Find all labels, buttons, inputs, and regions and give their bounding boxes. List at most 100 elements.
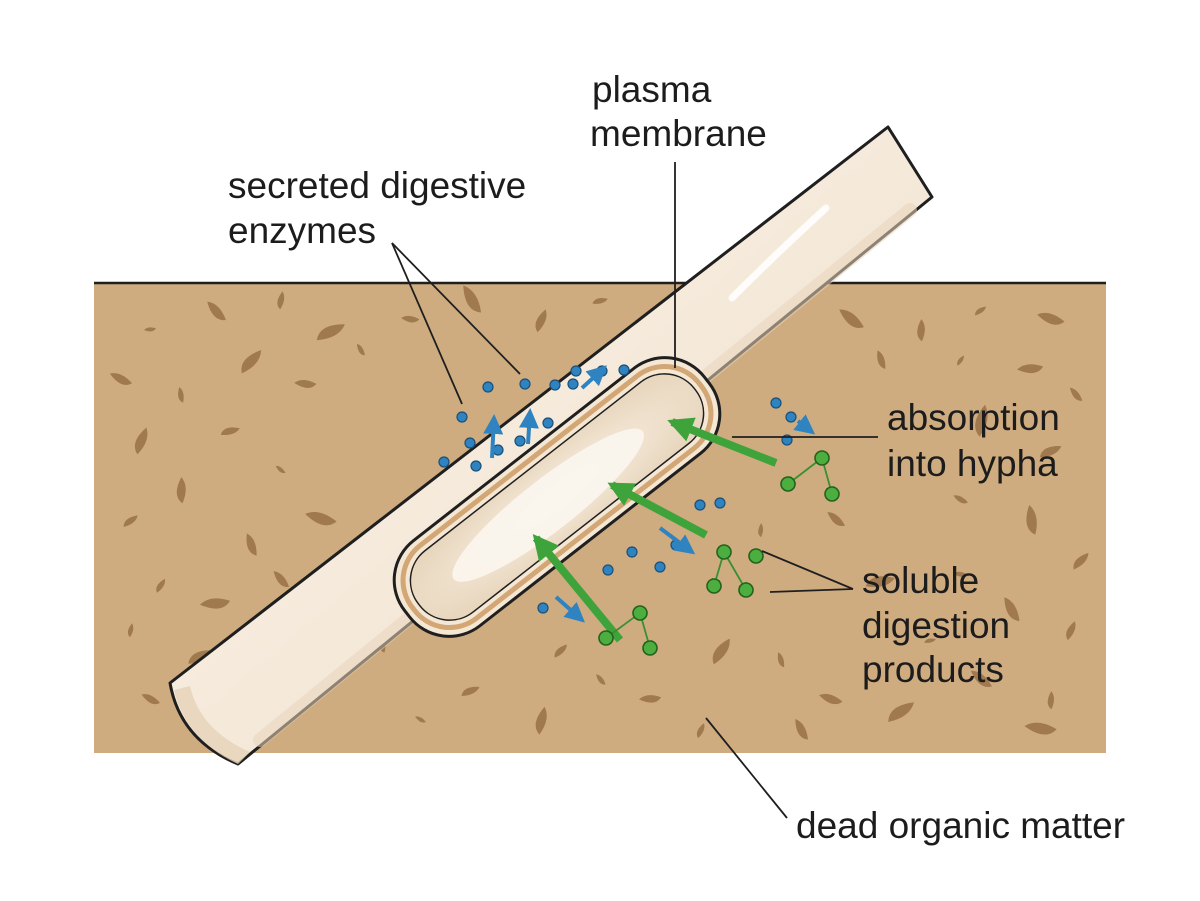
substrate-fleck bbox=[356, 343, 365, 356]
substrate-fleck bbox=[639, 695, 662, 703]
product-molecule bbox=[598, 605, 658, 656]
leader-enzymes-1 bbox=[391, 242, 463, 405]
substrate-fleck bbox=[1024, 722, 1057, 735]
substrate-fleck bbox=[1073, 552, 1089, 570]
enzyme-dot bbox=[482, 381, 494, 393]
substrate-fleck bbox=[241, 349, 262, 374]
labels: plasma membrane secreted digestive enzym… bbox=[228, 69, 1125, 846]
substrate-fleck bbox=[957, 355, 964, 366]
substrate-fleck bbox=[109, 373, 133, 385]
substrate-fleck bbox=[176, 477, 186, 504]
substrate-fleck bbox=[463, 285, 482, 313]
substrate-fleck bbox=[178, 387, 184, 403]
substrate-fleck bbox=[305, 512, 337, 526]
secretion-arrow bbox=[658, 526, 696, 555]
enzyme-dot bbox=[456, 411, 468, 423]
substrate-fleck bbox=[134, 427, 148, 455]
substrate-fleck bbox=[207, 301, 226, 321]
substrate-fleck bbox=[1037, 312, 1065, 325]
secretion-arrow bbox=[519, 408, 539, 445]
enzyme-dot bbox=[626, 546, 638, 558]
enzyme-dot bbox=[618, 364, 630, 376]
substrate-fleck bbox=[712, 638, 730, 665]
enzyme-dot bbox=[770, 397, 782, 409]
substrate-flecks bbox=[109, 285, 1089, 740]
label-enzymes-line1: secreted digestive bbox=[228, 165, 526, 206]
substrate-fleck bbox=[827, 512, 846, 527]
absorption-arrows bbox=[532, 417, 778, 643]
substrate-fleck bbox=[1017, 364, 1044, 374]
label-products-line1: soluble bbox=[862, 560, 979, 601]
substrate-fleck bbox=[220, 427, 240, 435]
cytoplasm-highlight bbox=[452, 428, 645, 582]
label-plasma-membrane-line2: membrane bbox=[590, 113, 767, 154]
substrate-fleck bbox=[924, 638, 936, 643]
enzyme-dot bbox=[514, 435, 526, 447]
enzyme-dot bbox=[567, 378, 579, 390]
substrate-fleck bbox=[888, 702, 914, 722]
substrate-fleck bbox=[246, 533, 257, 556]
substrate-fleck bbox=[127, 623, 134, 638]
leader-products-1 bbox=[761, 550, 854, 590]
substrate-fleck bbox=[839, 309, 864, 328]
substrate-fleck bbox=[1004, 597, 1020, 622]
substrate-fleck bbox=[877, 350, 886, 369]
enzyme-dot bbox=[549, 379, 561, 391]
label-products-line3: products bbox=[862, 649, 1004, 690]
enzyme-dot bbox=[785, 411, 797, 423]
label-plasma-membrane-line1: plasma bbox=[592, 69, 712, 110]
product-molecule bbox=[780, 450, 840, 502]
hypha-tube-end-shading bbox=[174, 686, 250, 764]
substrate-fleck bbox=[970, 670, 992, 687]
secretion-arrow bbox=[554, 595, 585, 623]
substrate-fleck bbox=[592, 297, 608, 304]
substrate-fleck bbox=[415, 716, 426, 723]
substrate-fleck bbox=[294, 380, 317, 388]
label-products-line2: digestion bbox=[862, 605, 1010, 646]
enzyme-dot bbox=[654, 561, 666, 573]
leader-dead-matter bbox=[705, 717, 788, 819]
enzyme-dot bbox=[519, 378, 531, 390]
leader-products-2 bbox=[769, 588, 854, 593]
enzyme-dot bbox=[570, 365, 582, 377]
secretion-arrow bbox=[483, 414, 504, 459]
hypha bbox=[168, 125, 934, 766]
enzyme-dot bbox=[537, 602, 549, 614]
enzyme-dot bbox=[694, 499, 706, 511]
substrate-fleck bbox=[1047, 691, 1054, 710]
digestion-product-molecules bbox=[598, 450, 840, 656]
absorption-arrow bbox=[607, 481, 708, 539]
substrate-fleck bbox=[554, 644, 567, 658]
substrate-fleck bbox=[917, 319, 925, 342]
leader-enzymes-2 bbox=[391, 242, 521, 375]
substrate-fleck bbox=[974, 306, 987, 316]
substrate-fleck bbox=[696, 723, 705, 739]
substrate-fleck bbox=[144, 327, 156, 332]
substrate-fleck bbox=[141, 694, 161, 705]
substrate-fleck bbox=[758, 523, 764, 538]
substrate-fleck bbox=[200, 598, 231, 609]
leader-lines bbox=[391, 162, 878, 819]
substrate-fleck bbox=[535, 706, 547, 735]
secretion-arrow bbox=[580, 365, 607, 390]
enzyme-dot bbox=[470, 460, 482, 472]
substrate-fleck bbox=[777, 652, 785, 668]
absorption-arrow bbox=[532, 534, 624, 643]
substrate-fleck bbox=[277, 291, 285, 310]
substrate-fleck bbox=[795, 718, 809, 740]
product-molecule bbox=[706, 544, 764, 598]
label-absorption-line2: into hypha bbox=[887, 443, 1058, 484]
substrate-fleck bbox=[1066, 621, 1076, 641]
substrate-fleck bbox=[819, 693, 843, 705]
label-dead-organic-matter: dead organic matter bbox=[796, 805, 1125, 846]
substrate-fleck bbox=[596, 674, 606, 685]
substrate-fleck bbox=[975, 404, 988, 437]
plasma-membrane-ring bbox=[400, 363, 714, 631]
enzyme-dot bbox=[602, 564, 614, 576]
substrate-fleck bbox=[273, 571, 290, 588]
enzyme-dot bbox=[464, 437, 476, 449]
substrate-fleck bbox=[535, 309, 547, 333]
substrate-fleck bbox=[275, 465, 286, 474]
substrate-fleck bbox=[953, 495, 968, 504]
